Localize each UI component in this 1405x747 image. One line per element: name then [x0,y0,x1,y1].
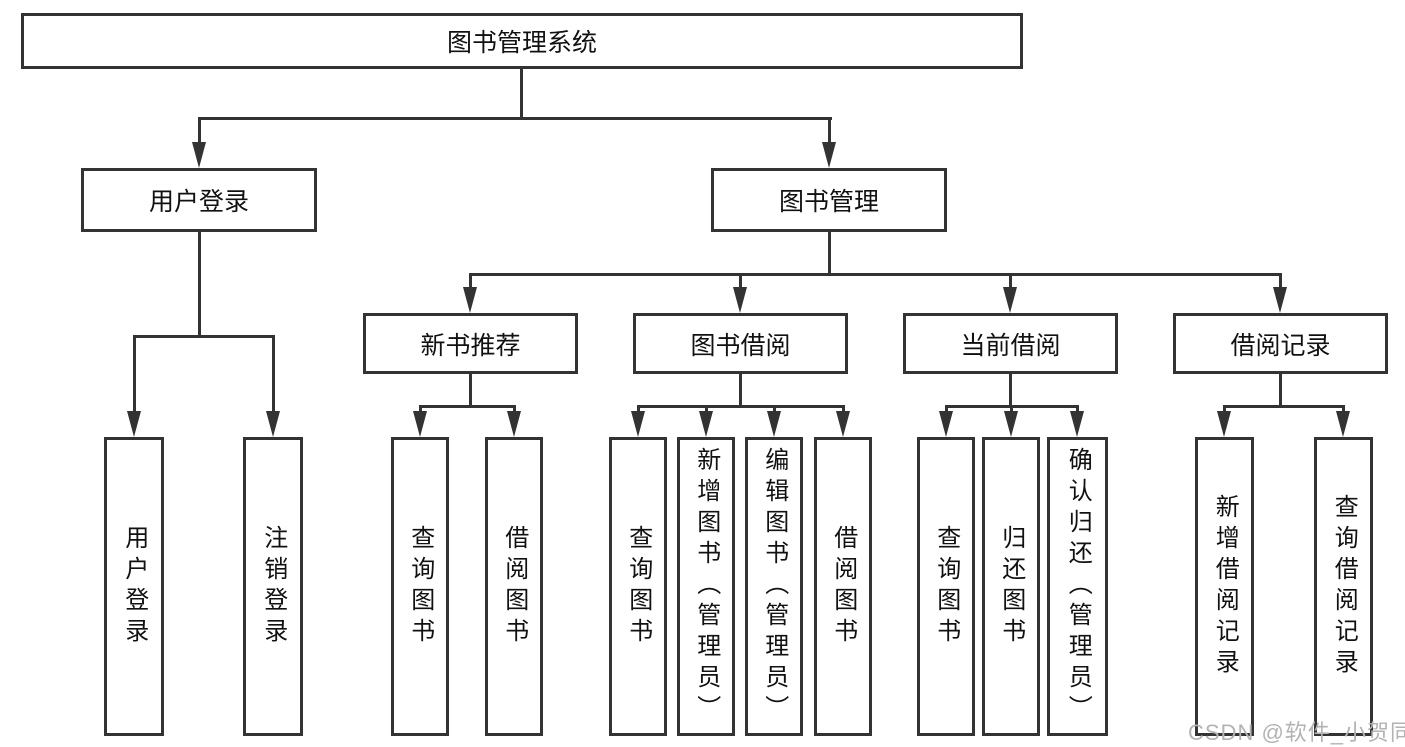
leaf-confirm-return-admin: 确认归还（管理员） [1047,437,1108,736]
connector-line [469,273,472,289]
watermark: CSDN @软件_小贺同学 [1188,720,1405,745]
leaf-return-book: 归还图书 [982,437,1040,736]
node-user-login-label: 用户登录 [148,188,249,216]
arrow-down-icon [507,411,521,437]
connector-line [842,405,845,415]
connector-line [1223,405,1226,415]
leaf-add-borrow-record-label: 新增借阅记录 [1211,493,1239,680]
leaf-confirm-return-admin-label: 确认归还（管理员） [1064,447,1092,726]
node-root: 图书管理系统 [21,13,1023,69]
arrow-down-icon [939,411,953,437]
connector-line [705,405,708,415]
leaf-borrow-borrow-books-label: 借阅图书 [829,524,857,649]
node-borrow-records-label: 借阅记录 [1230,331,1331,360]
connector-line [739,372,742,408]
leaf-edit-book-admin-label: 编辑图书（管理员） [760,447,788,726]
node-book-management-label: 图书管理 [778,188,879,216]
leaf-logout-label: 注销登录 [259,524,287,649]
connector-line [1076,405,1079,415]
connector-line [773,405,776,415]
arrow-down-icon [836,411,850,437]
leaf-return-book-label: 归还图书 [997,524,1025,649]
arrow-down-icon [631,411,645,437]
leaf-add-borrow-record: 新增借阅记录 [1195,437,1254,736]
arrow-down-icon [1273,287,1287,313]
connector-line [1279,372,1282,408]
leaf-current-query-books: 查询图书 [917,437,975,736]
connector-line [133,335,136,413]
node-root-label: 图书管理系统 [446,29,597,57]
arrow-down-icon [1004,411,1018,437]
leaf-logout: 注销登录 [243,437,303,736]
connector-line [272,335,275,413]
node-borrow-records: 借阅记录 [1173,313,1388,374]
leaf-recommend-query-books: 查询图书 [391,437,449,736]
leaf-recommend-borrow-books: 借阅图书 [485,437,543,736]
node-user-login: 用户登录 [81,168,317,232]
arrow-down-icon [822,142,836,168]
leaf-add-book-admin-label: 新增图书（管理员） [692,447,720,726]
arrow-down-icon [1070,411,1084,437]
connector-line [1009,372,1012,408]
connector-line [1010,405,1013,415]
connector-line [1342,405,1345,415]
connector-line [1223,405,1345,408]
connector-line [198,117,201,144]
arrow-down-icon [699,411,713,437]
connector-line [513,405,516,415]
leaf-borrow-query-books-label: 查询图书 [624,524,652,649]
leaf-borrow-query-books: 查询图书 [609,437,667,736]
leaf-edit-book-admin: 编辑图书（管理员） [745,437,803,736]
arrow-down-icon [266,411,280,437]
leaf-recommend-query-books-label: 查询图书 [406,524,434,649]
connector-line [1009,273,1012,289]
arrow-down-icon [192,142,206,168]
connector-line [739,273,742,289]
connector-line [198,117,832,120]
leaf-query-borrow-record-label: 查询借阅记录 [1330,493,1358,680]
connector-line [133,335,274,338]
connector-line [828,117,831,144]
arrow-down-icon [413,411,427,437]
arrow-down-icon [127,411,141,437]
leaf-add-book-admin: 新增图书（管理员） [677,437,735,736]
connector-line [419,405,422,415]
arrow-down-icon [1336,411,1350,437]
connector-line [198,232,201,338]
node-current-borrow: 当前借阅 [903,313,1118,374]
leaf-user-login: 用户登录 [104,437,164,736]
connector-line [637,405,845,408]
node-new-book-recommend-label: 新书推荐 [420,331,521,360]
arrow-down-icon [1217,411,1231,437]
node-current-borrow-label: 当前借阅 [960,331,1061,360]
arrow-down-icon [1003,287,1017,313]
arrow-down-icon [463,287,477,313]
node-book-borrow: 图书借阅 [633,313,848,374]
arrow-down-icon [767,411,781,437]
node-new-book-recommend: 新书推荐 [363,313,578,374]
connector-line [828,232,831,276]
connector-line [1279,273,1282,289]
connector-line [469,273,1281,276]
leaf-user-login-label: 用户登录 [120,524,148,649]
connector-line [637,405,640,415]
leaf-borrow-borrow-books: 借阅图书 [814,437,872,736]
leaf-recommend-borrow-books-label: 借阅图书 [500,524,528,649]
connector-line [419,405,516,408]
node-book-borrow-label: 图书借阅 [690,331,791,360]
leaf-query-borrow-record: 查询借阅记录 [1314,437,1373,736]
connector-line [945,405,948,415]
connector-line [520,68,523,119]
connector-line [469,372,472,408]
leaf-current-query-books-label: 查询图书 [932,524,960,649]
node-book-management: 图书管理 [711,168,947,232]
arrow-down-icon [733,287,747,313]
